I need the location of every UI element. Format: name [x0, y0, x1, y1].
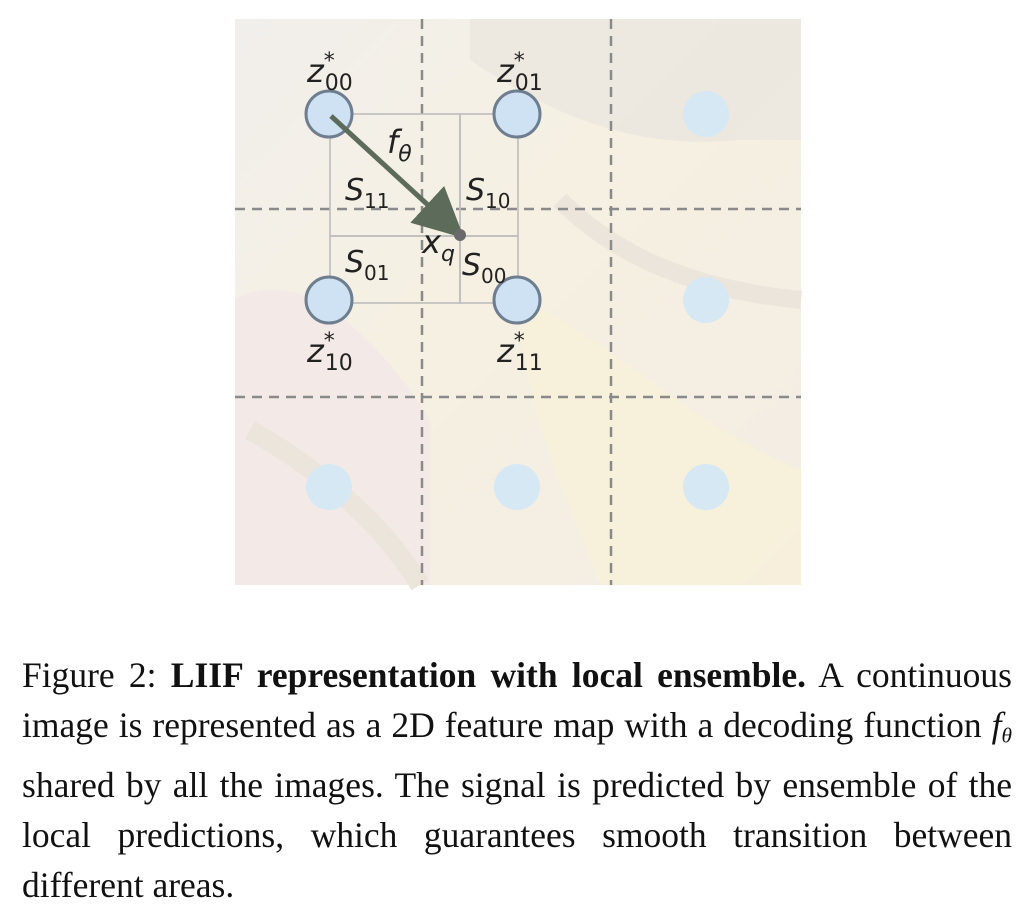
- caption-prefix: Figure 2:: [22, 655, 171, 695]
- caption-text-2: shared by all the images. The signal is …: [22, 765, 1012, 906]
- liif-diagram: z*00 z*01 z*10 z*11 fθ S11 S10 S01 S00 x…: [235, 19, 802, 591]
- decoding-arrow: [329, 114, 465, 239]
- label-z10: z*10: [306, 329, 353, 376]
- label-z01: z*01: [496, 49, 543, 96]
- faded-latent-nodes: [306, 91, 729, 510]
- caption-math-f-theta: fθ: [991, 705, 1012, 748]
- label-s00: S00: [462, 248, 507, 288]
- label-z11: z*11: [496, 329, 543, 376]
- query-point: [454, 229, 466, 241]
- latent-node-z01: [492, 89, 542, 139]
- label-s10: S10: [466, 173, 511, 213]
- label-z00: z*00: [306, 49, 353, 96]
- caption-title: LIIF representation with local ensemble.: [170, 655, 806, 695]
- caption-text-1: A continuous image is represented as a 2…: [22, 655, 1012, 745]
- label-s01: S01: [345, 245, 390, 285]
- latent-node-z11: [492, 275, 542, 325]
- label-s11: S11: [345, 173, 390, 213]
- local-area-boxes: [329, 113, 519, 304]
- latent-node-z10: [304, 275, 354, 325]
- figure-caption: Figure 2: LIIF representation with local…: [22, 650, 1012, 910]
- label-x-q: xq: [421, 223, 455, 267]
